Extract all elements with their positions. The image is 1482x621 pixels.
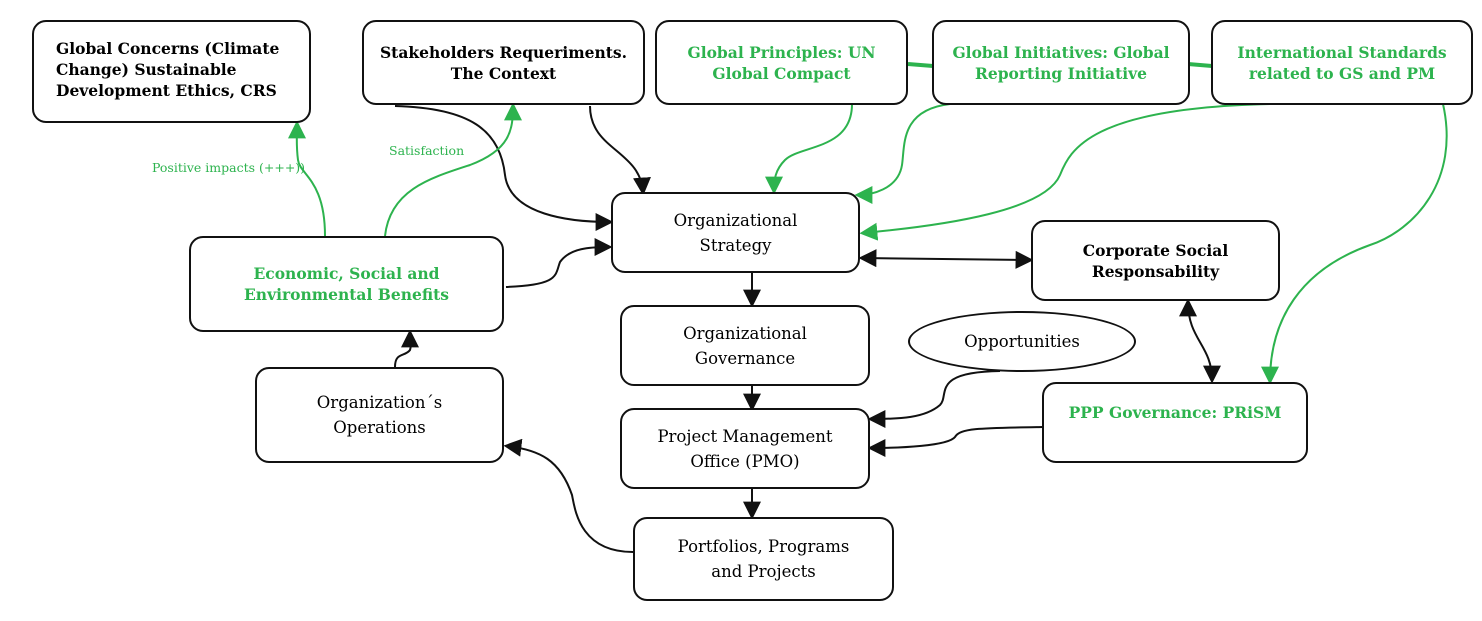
arrow-benefits-concerns [287,120,326,237]
link-initiatives-standards [1187,62,1213,68]
node-global-principles-label: Global Principles: UN Global Compact [687,42,876,83]
arrow-operations-benefits [394,329,420,368]
arrow-opportunities-pmo [867,370,1001,428]
link-principles-initiatives [907,62,934,68]
node-stakeholders: Stakeholders Requeriments. The Context [362,20,645,105]
node-organizations-operations-label: Organization´s Operations [316,393,443,437]
node-opportunities-label: Opportunities [964,332,1080,351]
node-international-standards: International Standards related to GS an… [1211,20,1473,105]
node-organizational-governance: Organizational Governance [620,305,870,386]
node-organizational-strategy-label: Organizational Strategy [673,210,798,255]
node-organizational-strategy: Organizational Strategy [611,192,860,273]
arrow-csr-ppp [1179,298,1221,384]
node-benefits: Economic, Social and Environmental Benef… [189,236,504,332]
arrow-portfolios-operations [503,438,634,553]
arrow-principles-strategy [765,103,853,195]
node-pmo-label: Project Management Office (PMO) [657,426,833,471]
node-csr-label: Corporate Social Responsability [1082,240,1229,281]
node-organizational-governance-label: Organizational Governance [683,323,807,368]
node-opportunities: Opportunities [908,311,1136,372]
node-organizations-operations: Organization´s Operations [255,367,504,463]
arrow-initiatives-strategy [854,103,951,204]
node-international-standards-label: International Standards related to GS an… [1237,42,1447,83]
node-global-concerns: Global Concerns (Climate Change) Sustain… [32,20,311,123]
node-ppp-governance: PPP Governance: PRiSM [1042,382,1308,463]
node-global-concerns-label: Global Concerns (Climate Change) Sustain… [56,39,280,100]
label-satisfaction: Satisfaction [389,143,465,158]
arrow-stakeholders-strategy-b [589,105,651,196]
arrow-standards-ppp [1261,103,1448,385]
node-pmo: Project Management Office (PMO) [620,408,870,489]
arrow-benefits-stakeholders [384,102,522,237]
node-ppp-governance-label: PPP Governance: PRiSM [1068,403,1282,422]
arrow-stakeholders-strategy-a [394,105,614,231]
node-benefits-label: Economic, Social and Environmental Benef… [243,264,450,304]
node-corporate-social-responsability: Corporate Social Responsability [1031,220,1280,301]
node-stakeholders-label: Stakeholders Requeriments. The Context [379,42,628,83]
node-global-initiatives-label: Global Initiatives: Global Reporting Ini… [952,42,1170,83]
arrow-strategy-csr [858,249,1034,269]
arrow-ppp-pmo [867,426,1044,457]
node-portfolios-label: Portfolios, Programs and Projects [677,537,850,581]
arrow-benefits-strategy [505,238,613,288]
label-positive-impacts: Positive impacts (+++)) [152,160,306,175]
node-global-principles: Global Principles: UN Global Compact [655,20,908,105]
node-portfolios: Portfolios, Programs and Projects [633,517,894,601]
arrow-standards-strategy [859,103,1271,241]
node-global-initiatives: Global Initiatives: Global Reporting Ini… [932,20,1190,105]
